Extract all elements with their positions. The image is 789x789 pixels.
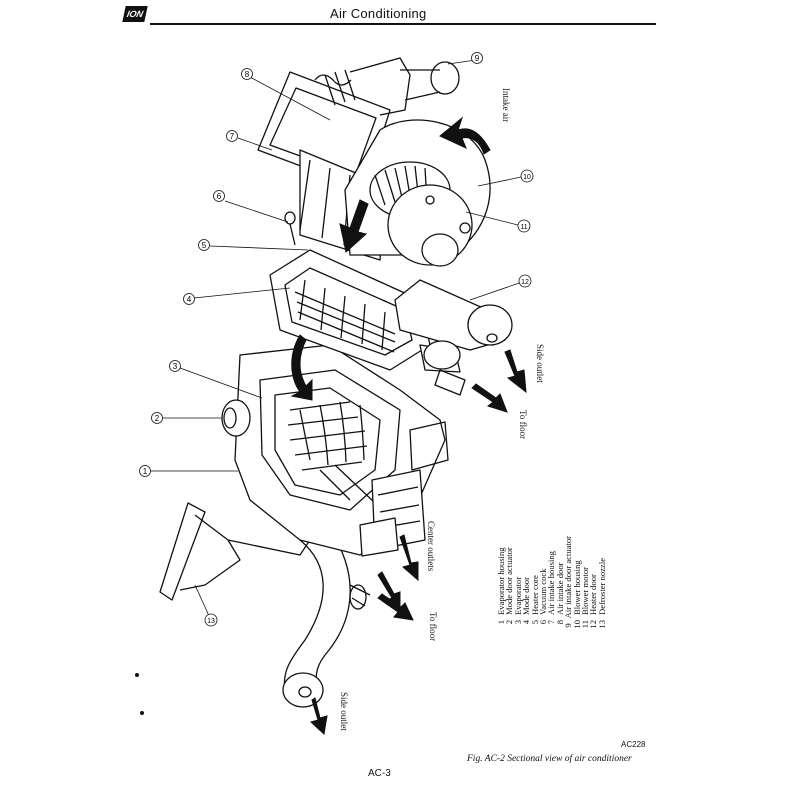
- to-floor-right-arrow: [471, 383, 508, 413]
- label-side-outlet-right: Side outlet: [535, 344, 545, 383]
- page-mark: [135, 673, 139, 677]
- to-floor-bottom-arrow-2: [377, 593, 414, 621]
- callout-3: 3: [169, 360, 181, 372]
- vacuum-cock-drawing: [284, 211, 296, 246]
- page-number: AC-3: [368, 768, 391, 779]
- heater-door-drawing: [394, 279, 513, 396]
- side-outlet-duct-left: [282, 529, 371, 708]
- callouts: 1 2 3 4 5 6 7 8 9 10 11 12 13: [139, 52, 534, 627]
- page-mark: [140, 711, 144, 715]
- air-intake-door-actuator-drawing: [349, 57, 460, 116]
- svg-text:8: 8: [245, 70, 250, 79]
- center-outlets-arrow: [399, 534, 419, 582]
- defroster-nozzle-drawing: [159, 502, 311, 601]
- callout-1: 1: [139, 465, 151, 477]
- side-outlet-right-arrow: [504, 349, 527, 394]
- label-intake-air: Intake air: [501, 88, 511, 123]
- label-to-floor-bottom: To floor: [428, 612, 438, 642]
- callout-7: 7: [226, 130, 238, 142]
- callout-6: 6: [213, 190, 225, 202]
- blower-motor-drawing: [387, 184, 473, 267]
- svg-text:10: 10: [523, 174, 531, 181]
- intake-air-arrow: [439, 116, 491, 155]
- svg-text:7: 7: [230, 132, 235, 141]
- page-title: Air Conditioning: [330, 6, 427, 21]
- svg-text:9: 9: [475, 54, 480, 63]
- svg-text:4: 4: [187, 295, 192, 304]
- airflow-arrows: [290, 116, 527, 735]
- airflow-down-arrow: [339, 199, 369, 253]
- callout-2: 2: [151, 412, 163, 424]
- callout-10: 10: [520, 169, 534, 183]
- side-outlet-left-arrow: [310, 697, 328, 735]
- figure-caption: Fig. AC-2 Sectional view of air conditio…: [467, 754, 632, 764]
- header-rule: [150, 23, 656, 25]
- label-side-outlet-left: Side outlet: [339, 692, 349, 731]
- svg-text:11: 11: [520, 224, 527, 231]
- airflow-evaporator-arrow: [290, 334, 313, 401]
- label-to-floor-right: To floor: [518, 410, 528, 440]
- callout-12: 12: [518, 274, 532, 288]
- svg-text:5: 5: [202, 241, 207, 250]
- svg-text:1: 1: [143, 467, 148, 476]
- callout-8: 8: [241, 68, 253, 80]
- figure-code: AC228: [621, 740, 646, 749]
- callout-13: 13: [204, 613, 218, 627]
- label-center-outlets: Center outlets: [426, 521, 436, 572]
- svg-text:13: 13: [207, 618, 215, 625]
- mode-door-actuator-drawing: [221, 399, 251, 437]
- callout-5: 5: [198, 239, 210, 251]
- svg-text:3: 3: [173, 362, 178, 371]
- callout-4: 4: [183, 293, 195, 305]
- leader-lines: [151, 59, 527, 619]
- svg-text:6: 6: [217, 192, 222, 201]
- evaporator-housing-drawing: [234, 344, 449, 557]
- callout-11: 11: [517, 219, 531, 233]
- svg-text:12: 12: [521, 279, 529, 286]
- to-floor-bottom-arrow-1: [377, 571, 401, 611]
- callout-9: 9: [471, 52, 483, 64]
- svg-text:2: 2: [155, 414, 160, 423]
